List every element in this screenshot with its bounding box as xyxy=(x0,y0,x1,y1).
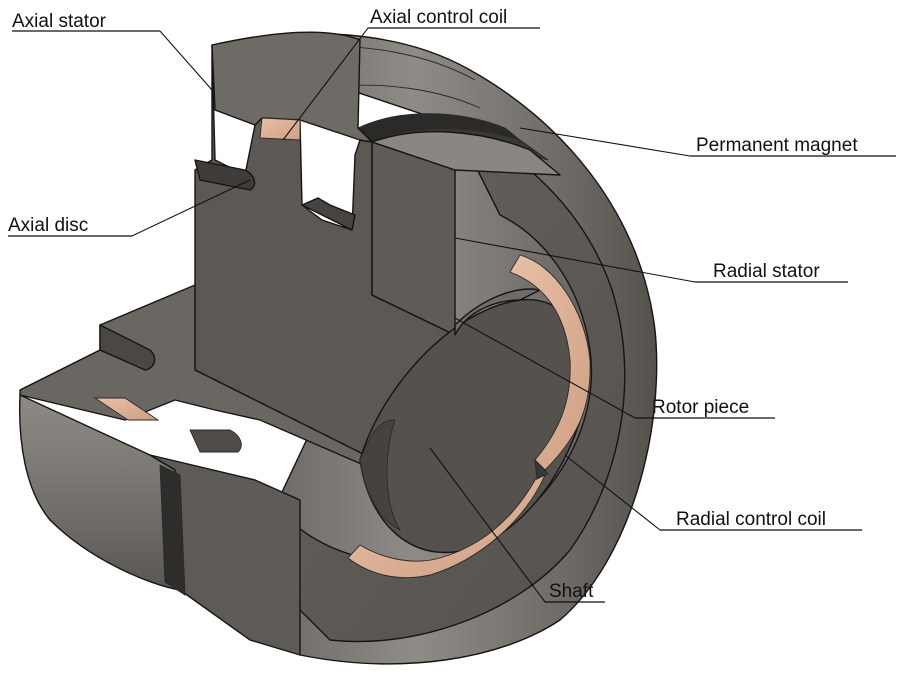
axial-control-coil-lower xyxy=(93,397,160,421)
lower-magnet-band xyxy=(159,464,186,596)
label-radial-control-coil: Radial control coil xyxy=(676,509,826,530)
coil-gap xyxy=(534,458,549,479)
front-annular-face xyxy=(249,124,626,643)
label-permanent-magnet: Permanent magnet xyxy=(696,135,858,156)
axial-control-coil-upper xyxy=(259,117,301,141)
label-shaft: Shaft xyxy=(549,581,594,602)
shaft-inner-shadow xyxy=(359,419,402,532)
rotor-piece-ring xyxy=(454,288,541,336)
bearing-body xyxy=(18,31,658,665)
label-radial-stator: Radial stator xyxy=(713,261,820,282)
axial-disc-notch xyxy=(194,159,256,191)
radial-control-coil-lower xyxy=(347,474,546,579)
label-rotor-piece: Rotor piece xyxy=(652,397,749,418)
labels: Axial stator Axial control coil Permanen… xyxy=(8,7,896,603)
lower-step-recess xyxy=(99,324,156,371)
axial-stator-slot xyxy=(301,197,356,231)
label-axial-control-coil: Axial control coil xyxy=(370,7,507,28)
lower-base-cylinder xyxy=(18,394,181,591)
label-axial-stator: Axial stator xyxy=(12,11,107,32)
label-axial-disc: Axial disc xyxy=(8,215,88,236)
radial-stator-top xyxy=(371,131,561,176)
